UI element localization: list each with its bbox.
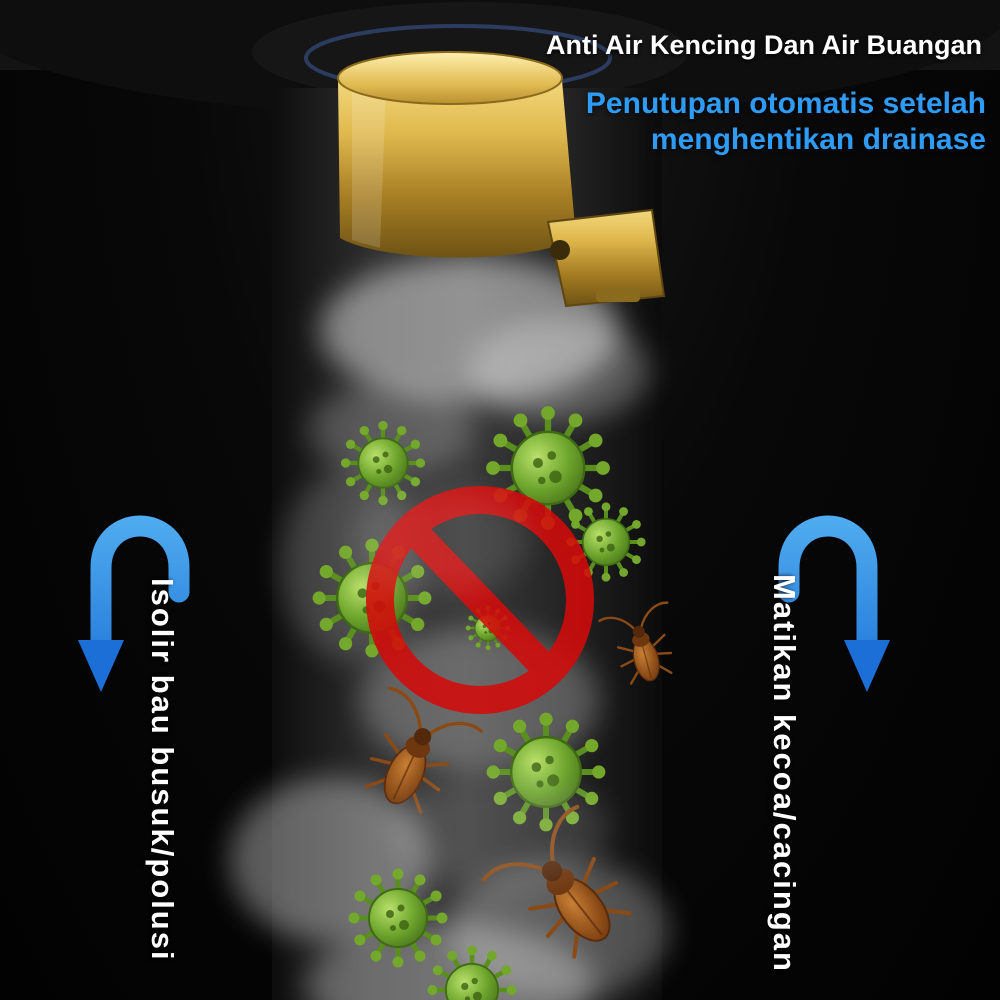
valve-flap bbox=[546, 208, 666, 308]
smoke-overlay bbox=[350, 485, 610, 885]
left-down-arrow-icon bbox=[78, 515, 190, 692]
left-feature-label: Isolir bau busuk/polusi bbox=[145, 578, 180, 962]
drain-valve bbox=[337, 51, 666, 308]
headline: Anti Air Kencing Dan Air Buangan bbox=[545, 30, 982, 60]
sub-headline-line2: menghentikan drainase bbox=[650, 123, 986, 156]
sub-headline-line1: Penutupan otomatis setelah bbox=[585, 87, 986, 120]
right-down-arrow-icon bbox=[778, 515, 890, 692]
right-feature-label: Matikan kecoa/cacingan bbox=[767, 574, 802, 973]
sub-headline: Penutupan otomatis setelah menghentikan … bbox=[586, 86, 986, 158]
